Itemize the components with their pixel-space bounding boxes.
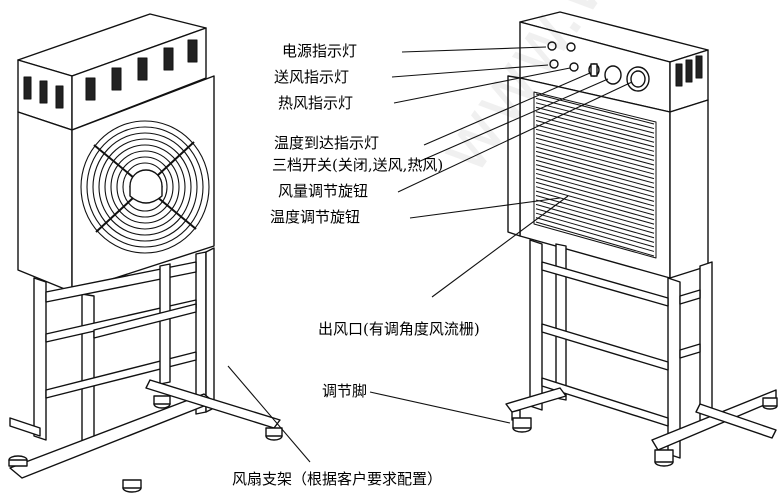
louver-slat — [535, 97, 655, 130]
louver-slat — [535, 217, 655, 252]
control-panel — [547, 41, 650, 92]
louver-slat — [535, 115, 655, 148]
right-top-vents — [675, 55, 703, 87]
air-outlet-louver — [533, 91, 657, 259]
louver-slat — [535, 111, 655, 143]
right-stand — [505, 239, 778, 467]
louver-slat — [535, 186, 655, 221]
louver-slat — [535, 168, 655, 202]
left-unit — [8, 13, 283, 493]
label-airflow-knob: 风量调节旋钮 — [278, 182, 369, 200]
louver-slat — [535, 155, 655, 189]
power-indicator-lamp — [547, 41, 557, 51]
louver-slat — [535, 181, 655, 216]
right-unit — [505, 11, 778, 467]
label-fan-stand: 风扇支架（根据客户要求配置） — [232, 470, 443, 488]
airflow-knob[interactable] — [604, 65, 622, 85]
label-three-position-switch: 三档开关(关闭,送风,热风) — [272, 156, 444, 174]
left-top-box — [17, 13, 207, 131]
hot-air-indicator-lamp — [569, 62, 579, 72]
right-feet — [512, 397, 778, 467]
louver-slat — [535, 221, 655, 257]
left-top-vents — [23, 39, 198, 109]
louver-slat — [535, 106, 655, 139]
louver-slat — [535, 133, 655, 166]
power-indicator-lamp-2 — [566, 42, 576, 52]
louver-slat — [535, 172, 655, 207]
louver-slat — [535, 212, 655, 248]
louver-slat — [535, 128, 655, 161]
leader-lines — [227, 46, 633, 463]
left-feet — [8, 395, 283, 493]
label-adjustable-foot: 调节脚 — [322, 382, 368, 400]
louver-slat — [535, 137, 655, 171]
label-temp-reached-indicator: 温度到达指示灯 — [274, 134, 380, 152]
louver-slat — [535, 190, 655, 225]
louver-slat — [535, 93, 655, 125]
label-fan-indicator: 送风指示灯 — [274, 68, 350, 86]
louver-slat — [535, 102, 655, 134]
label-temperature-knob: 温度调节旋钮 — [270, 208, 361, 226]
louver-slat — [535, 150, 655, 184]
left-main-body — [17, 75, 215, 293]
label-power-indicator: 电源指示灯 — [282, 42, 358, 60]
label-air-outlet: 出风口(有调角度风流栅) — [318, 320, 480, 338]
louver-slat — [535, 159, 655, 193]
fan-hub — [129, 169, 163, 204]
louver-slat — [535, 195, 655, 230]
left-stand — [8, 247, 283, 493]
louver-slat — [535, 177, 655, 211]
louver-slat — [535, 146, 655, 180]
fan-indicator-lamp — [549, 59, 559, 69]
right-main-body — [507, 75, 709, 279]
louver-slat — [535, 119, 655, 152]
louver-slat — [535, 164, 655, 198]
louver-slat — [535, 203, 655, 239]
label-hot-air-indicator: 热风指示灯 — [278, 94, 354, 112]
louver-slat — [535, 208, 655, 243]
louver-slat — [535, 142, 655, 175]
louver-slat — [535, 124, 655, 157]
